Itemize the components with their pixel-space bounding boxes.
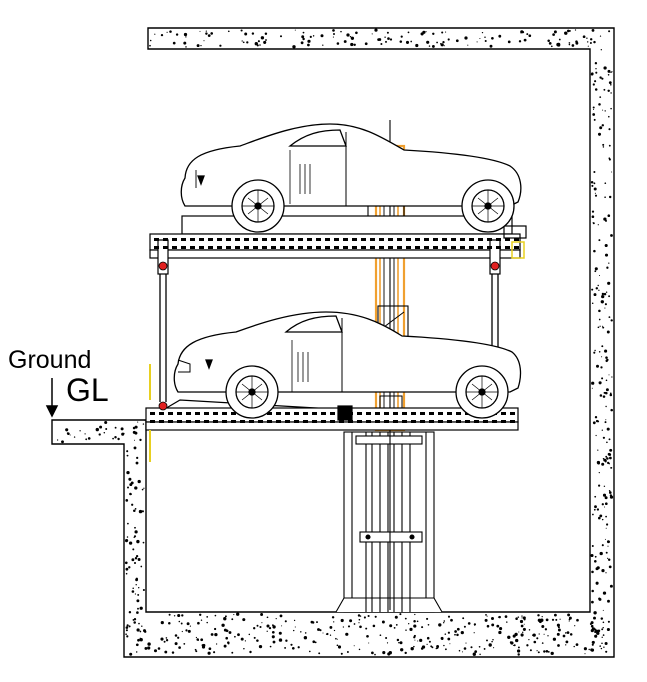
concrete-structure bbox=[51, 27, 615, 658]
central-column bbox=[335, 431, 443, 613]
arrow-down-icon bbox=[45, 378, 59, 418]
lower-car bbox=[173, 311, 522, 419]
upper-car bbox=[180, 123, 522, 233]
upper-platform-hatching bbox=[154, 238, 519, 249]
concrete-wall-outline bbox=[51, 27, 615, 658]
ground-label: Ground bbox=[8, 346, 92, 374]
concrete-speckles bbox=[56, 28, 614, 656]
ground-level-label: GL bbox=[66, 372, 109, 408]
